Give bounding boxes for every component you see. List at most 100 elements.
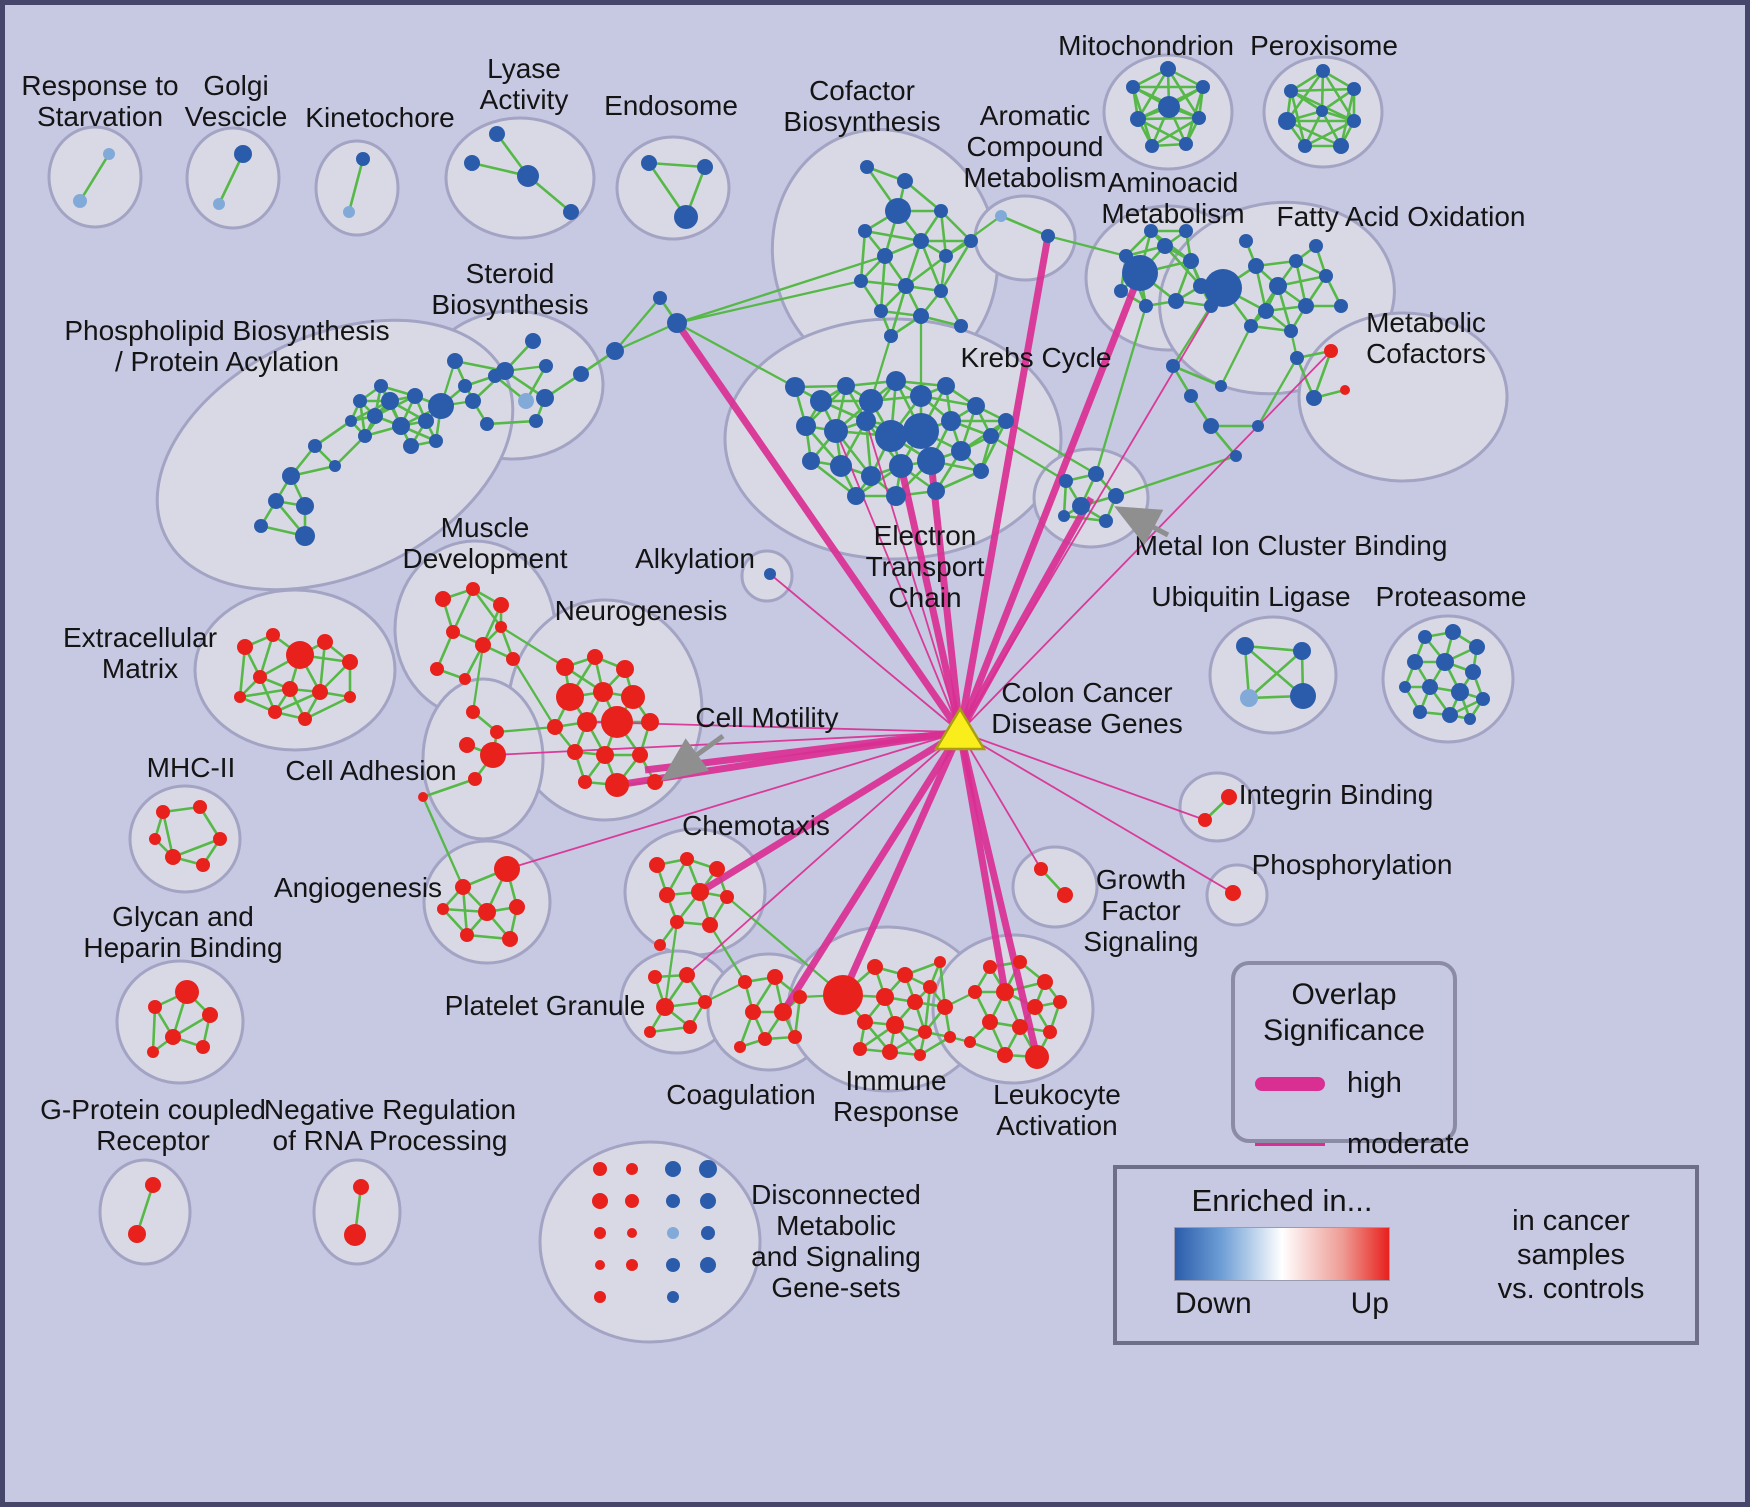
- enrichment-gradient-bar: [1174, 1227, 1390, 1281]
- overlap-legend-title-line1: Overlap: [1291, 978, 1397, 1011]
- gene-set-node: [941, 411, 961, 431]
- cluster-label-glycan-heparin-binding: Heparin Binding: [83, 932, 282, 963]
- enriched-legend-scale: Enriched in... Down Up: [1117, 1169, 1447, 1341]
- gene-set-node: [296, 497, 314, 515]
- layer-hubnode: [933, 706, 987, 751]
- gene-set-node: [1058, 510, 1070, 522]
- gene-set-node: [885, 198, 911, 224]
- inter-cluster-edge: [614, 321, 678, 353]
- cluster-label-aromatic-compound-metabolism: Metabolism: [963, 162, 1106, 193]
- gene-set-node: [539, 359, 553, 373]
- cluster-label-steroid-biosynthesis: Steroid: [466, 258, 555, 289]
- gene-set-node: [547, 719, 563, 735]
- gene-set-node: [156, 805, 170, 819]
- overlap-edge-moderate: [959, 731, 1206, 821]
- gene-set-node: [1324, 344, 1338, 358]
- gene-set-node: [594, 1227, 606, 1239]
- gene-set-node: [859, 389, 883, 413]
- overlap-edge-moderate: [769, 573, 961, 733]
- gene-set-node: [282, 467, 300, 485]
- moderate-significance-item: moderate: [1255, 1128, 1470, 1161]
- gene-set-node: [1119, 249, 1133, 263]
- gene-set-node: [460, 928, 474, 942]
- cluster-label-metal-ion-cluster-binding: Metal Ion Cluster Binding: [1135, 530, 1448, 561]
- gene-set-node: [489, 126, 505, 142]
- gene-set-node: [683, 1020, 697, 1034]
- overlap-edge-moderate: [959, 731, 1042, 870]
- gene-set-node: [644, 1026, 656, 1038]
- cluster-label-cofactor-biosynthesis: Cofactor: [809, 75, 915, 106]
- gene-set-node: [882, 1044, 898, 1060]
- overlap-legend-title: Overlap Significance: [1235, 977, 1453, 1049]
- gene-set-edge: [334, 435, 366, 467]
- cluster-label-endosome: Endosome: [604, 90, 738, 121]
- pointer-arrow: [1114, 506, 1170, 546]
- high-significance-item: high: [1255, 1067, 1453, 1100]
- gene-set-node: [745, 1004, 761, 1020]
- gene-set-node: [886, 1016, 904, 1034]
- up-label: Up: [1350, 1287, 1389, 1320]
- gene-set-edge: [1304, 119, 1355, 148]
- gene-set-node: [1451, 683, 1469, 701]
- gene-set-node: [458, 379, 472, 393]
- gene-set-node: [1407, 654, 1423, 670]
- gene-set-node: [437, 903, 449, 915]
- gene-set-edge: [318, 641, 327, 693]
- gene-set-node: [666, 1258, 680, 1272]
- gene-set-node: [1445, 624, 1461, 640]
- cluster-label-mitochondrion: Mitochondrion: [1058, 30, 1234, 61]
- cluster-label-krebs-cycle: Krebs Cycle: [961, 342, 1112, 373]
- moderate-significance-swatch: [1255, 1143, 1325, 1146]
- disease-genes-hub: [933, 706, 987, 751]
- gene-set-node: [165, 849, 181, 865]
- gene-set-edge: [1312, 350, 1333, 399]
- cluster-label-cofactor-biosynthesis: Biosynthesis: [783, 106, 940, 137]
- inter-cluster-edge: [512, 658, 556, 728]
- gene-set-node: [667, 1291, 679, 1303]
- gene-set-node: [447, 353, 463, 369]
- gene-set-node: [556, 683, 584, 711]
- gene-set-node: [1099, 514, 1113, 528]
- gene-set-node: [1034, 862, 1048, 876]
- gene-set-node: [493, 597, 509, 613]
- cluster-label-aminoacid-metabolism: Aminoacid: [1108, 167, 1239, 198]
- gene-set-node: [1072, 497, 1090, 515]
- cluster-label-ubiquitin-ligase: Ubiquitin Ligase: [1151, 581, 1350, 612]
- gene-set-node: [1126, 80, 1140, 94]
- gene-set-node: [648, 970, 662, 984]
- gene-set-node: [1059, 474, 1073, 488]
- gene-set-node: [1027, 999, 1043, 1015]
- gene-set-node: [1319, 269, 1333, 283]
- overlap-edge-moderate: [959, 287, 1224, 733]
- cluster-label-fatty-acid-oxidation: Fatty Acid Oxidation: [1276, 201, 1525, 232]
- cluster-label-golgi-vescicle: Vescicle: [185, 101, 288, 132]
- gene-set-edge: [1172, 364, 1222, 388]
- gene-set-node: [1298, 139, 1312, 153]
- gene-set-node: [653, 291, 667, 305]
- gene-set-node: [1166, 359, 1180, 373]
- gene-set-node: [556, 658, 574, 676]
- gene-set-node: [679, 967, 695, 983]
- high-significance-swatch: [1255, 1076, 1325, 1091]
- gene-set-node: [196, 858, 210, 872]
- gene-set-node: [464, 155, 480, 171]
- inter-cluster-edge: [1219, 325, 1253, 387]
- gene-set-node: [1476, 692, 1490, 706]
- cluster-label-leukocyte-activation: Leukocyte: [993, 1079, 1121, 1110]
- gene-set-node: [654, 939, 666, 951]
- gene-set-node: [823, 975, 863, 1015]
- gene-set-node: [418, 413, 434, 429]
- gene-set-node: [898, 278, 914, 294]
- gene-set-node: [837, 377, 855, 395]
- cluster-label-disconnected-gene-sets: and Signaling: [751, 1241, 921, 1272]
- gene-set-node: [874, 304, 888, 318]
- gene-set-node: [488, 369, 502, 383]
- gene-set-node: [796, 416, 816, 436]
- enrichment-endpoints: Down Up: [1175, 1287, 1389, 1321]
- cluster-bubble-golgi-vescicle: [185, 126, 281, 230]
- gene-set-node: [1053, 995, 1067, 1009]
- gene-set-node: [1284, 324, 1298, 338]
- cluster-label-mhc-ii: MHC-II: [147, 752, 236, 783]
- gene-set-node: [518, 393, 534, 409]
- gene-set-edge: [471, 588, 503, 628]
